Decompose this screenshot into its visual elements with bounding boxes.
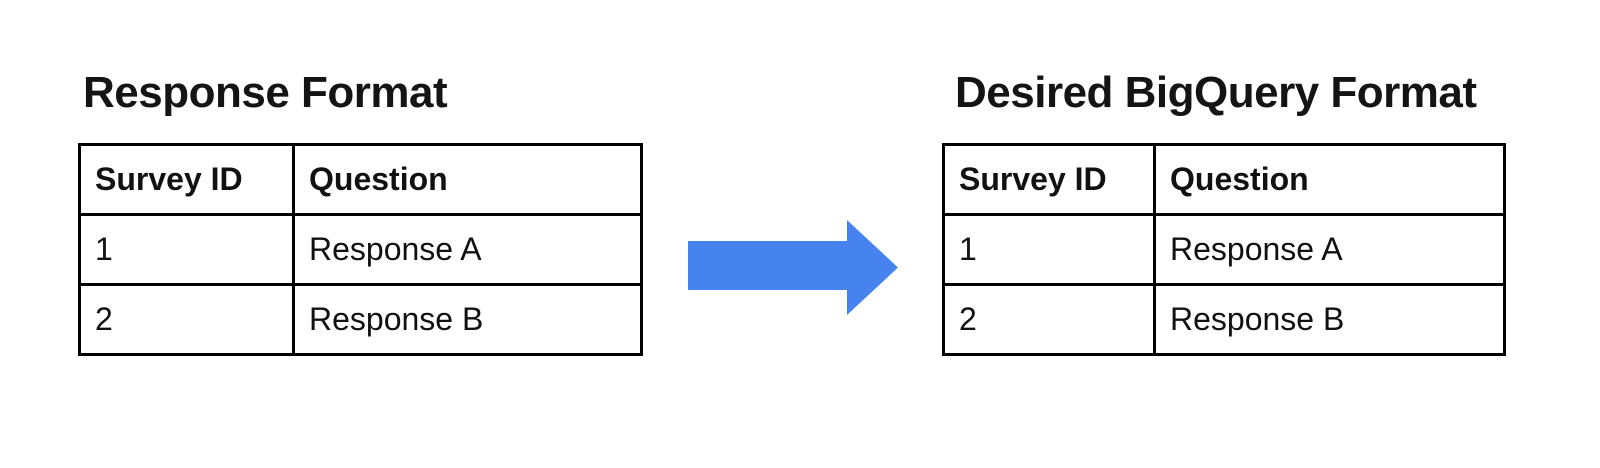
- cell-question: Response A: [1153, 213, 1506, 286]
- cell-survey-id: 2: [942, 283, 1156, 356]
- cell-survey-id: 1: [78, 213, 295, 286]
- left-panel: Response Format Survey ID Question 1 Res…: [78, 0, 643, 468]
- table-row: 2 Response B: [78, 283, 643, 356]
- table-row: 1 Response A: [942, 213, 1506, 286]
- cell-question: Response B: [292, 283, 643, 356]
- table-header-row: Survey ID Question: [78, 143, 643, 216]
- header-cell-question: Question: [292, 143, 643, 216]
- cell-survey-id: 1: [942, 213, 1156, 286]
- cell-survey-id: 2: [78, 283, 295, 356]
- right-arrow-icon: [688, 220, 898, 316]
- right-arrow-shape: [688, 220, 898, 315]
- table-row: 1 Response A: [78, 213, 643, 286]
- table-row: 2 Response B: [942, 283, 1506, 356]
- header-cell-question: Question: [1153, 143, 1506, 216]
- right-panel-title: Desired BigQuery Format: [955, 68, 1477, 117]
- right-arrow-svg: [688, 220, 898, 315]
- left-panel-title: Response Format: [83, 68, 448, 117]
- table-header-row: Survey ID Question: [942, 143, 1506, 216]
- bigquery-format-table: Survey ID Question 1 Response A 2 Respon…: [942, 143, 1506, 356]
- cell-question: Response A: [292, 213, 643, 286]
- response-format-table: Survey ID Question 1 Response A 2 Respon…: [78, 143, 643, 356]
- header-cell-survey-id: Survey ID: [78, 143, 295, 216]
- header-cell-survey-id: Survey ID: [942, 143, 1156, 216]
- cell-question: Response B: [1153, 283, 1506, 356]
- right-panel: Desired BigQuery Format Survey ID Questi…: [942, 0, 1506, 468]
